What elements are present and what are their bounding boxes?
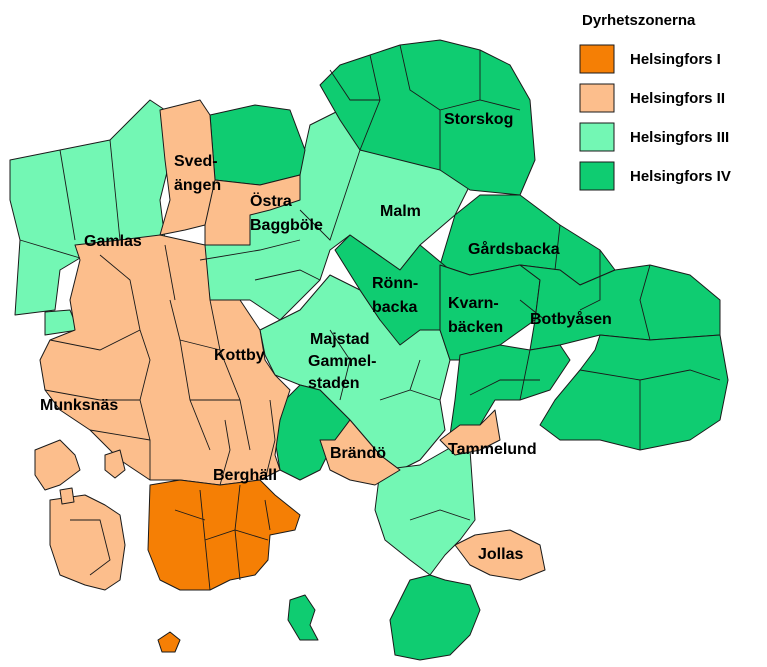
district-west-islands-2[interactable] xyxy=(104,449,126,479)
legend-swatch-zone-iv xyxy=(579,161,615,191)
zone-ii-regions xyxy=(34,99,546,591)
zone-iii-regions xyxy=(9,99,476,576)
district-small-island-iv[interactable] xyxy=(287,594,319,641)
label-berghall: Berghäll xyxy=(213,467,277,484)
district-north-west-iv[interactable] xyxy=(209,104,306,186)
label-munksnas: Munksnäs xyxy=(40,397,118,414)
label-gardsbacka: Gårdsbacka xyxy=(468,240,560,258)
label-ostra-2: Baggböle xyxy=(250,217,323,234)
label-majstad-2: Gammel- xyxy=(308,353,376,370)
label-kvarnbacken-2: bäcken xyxy=(448,319,503,336)
district-east-iv[interactable] xyxy=(539,334,729,451)
label-jollas: Jollas xyxy=(478,546,523,563)
label-svedangen-1: Sved- xyxy=(174,153,218,170)
district-city-center[interactable] xyxy=(147,479,301,591)
label-ronnbacka-2: backa xyxy=(372,299,417,316)
district-city-islet[interactable] xyxy=(157,631,181,653)
district-southwest-island[interactable] xyxy=(49,494,126,591)
label-kottby: Kottby xyxy=(214,347,265,364)
legend-swatch-zone-i xyxy=(579,44,615,74)
zone-i-regions xyxy=(147,479,301,653)
legend-label-zone-iii: Helsingfors III xyxy=(630,129,729,146)
legend-label-zone-ii: Helsingfors II xyxy=(630,90,725,107)
district-storskog[interactable] xyxy=(319,39,536,196)
district-west-islands[interactable] xyxy=(34,439,81,491)
label-ostra-1: Östra xyxy=(250,191,292,210)
label-brando: Brändö xyxy=(330,445,386,462)
legend-title: Dyrhetszonerna xyxy=(582,12,696,29)
legend-swatch-zone-iii xyxy=(579,122,615,152)
district-borders xyxy=(19,44,721,591)
label-tammelund: Tammelund xyxy=(448,441,537,458)
label-svedangen-2: ängen xyxy=(174,177,221,194)
label-gamlas: Gamlas xyxy=(84,233,142,250)
district-brando[interactable] xyxy=(319,419,401,486)
district-tammelund[interactable] xyxy=(439,409,501,456)
district-kvarnbacken[interactable] xyxy=(439,264,541,361)
label-majstad-3: staden xyxy=(308,375,360,392)
legend-swatch-zone-ii xyxy=(579,83,615,113)
label-malm: Malm xyxy=(380,203,421,220)
label-ronnbacka-1: Rönn- xyxy=(372,275,418,292)
district-jollas[interactable] xyxy=(454,529,546,581)
district-north-center[interactable] xyxy=(204,109,471,321)
legend: Dyrhetszonerna Helsingfors I Helsingfors… xyxy=(579,12,731,191)
label-majstad-1: Majstad xyxy=(310,331,370,348)
label-storskog: Storskog xyxy=(444,111,513,128)
district-ostra-baggbole[interactable] xyxy=(204,174,301,246)
map-labels: Sved- ängen Östra Baggböle Gamlas Malm S… xyxy=(40,111,612,563)
legend-label-zone-iv: Helsingfors IV xyxy=(630,168,731,185)
district-south-peninsula-iv[interactable] xyxy=(389,574,481,661)
label-botbyasen: Botbyåsen xyxy=(530,310,612,328)
label-kvarnbacken-1: Kvarn- xyxy=(448,295,499,312)
district-tiny-islet[interactable] xyxy=(59,487,75,505)
zone-iv-regions xyxy=(209,39,729,661)
legend-label-zone-i: Helsingfors I xyxy=(630,51,721,68)
